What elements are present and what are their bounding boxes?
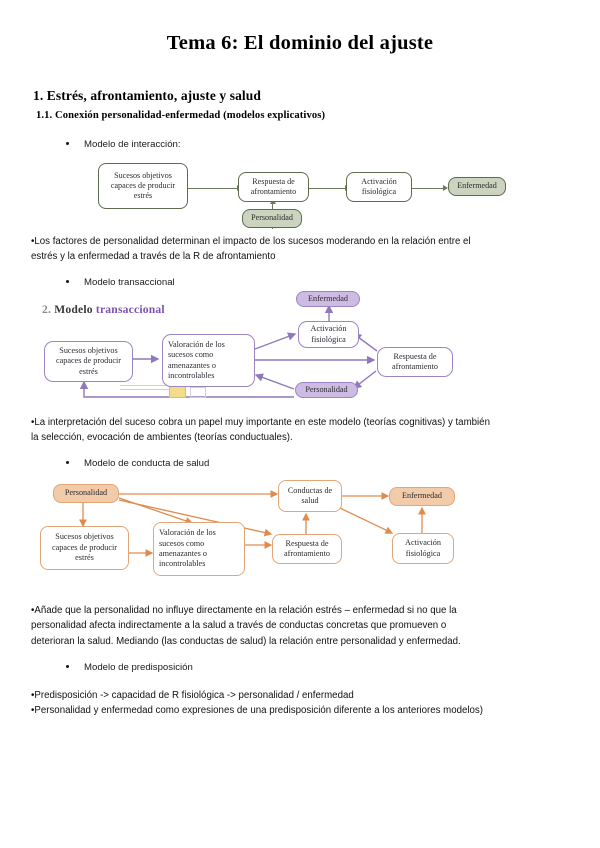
node-activacion-fisiologica: Activación fisiológica — [392, 533, 454, 564]
paragraph-line: deterioran la salud. Mediando (las condu… — [31, 635, 461, 647]
paragraph-line: •Los factores de personalidad determinan… — [31, 236, 471, 247]
diagram2-title-word2: transaccional — [95, 303, 165, 316]
arrow-head-icon — [443, 185, 448, 191]
node-enfermedad: Enfermedad — [296, 291, 360, 307]
paragraph-line: •Predisposición -> capacidad de R fisiol… — [31, 690, 354, 701]
connector-line — [188, 187, 238, 189]
list-item-modelo-interaccion: Modelo de interacción: — [66, 139, 181, 150]
diagram-modelo-conducta-salud: Personalidad Sucesos objetivos capaces d… — [22, 476, 542, 596]
heading-section-1: 1. Estrés, afrontamiento, ajuste y salud — [33, 88, 261, 103]
node-personalidad: Personalidad — [295, 382, 358, 398]
ghost-artifact-line — [120, 389, 176, 390]
ghost-artifact-line — [120, 385, 172, 386]
diagram2-title: 2. Modelo transaccional — [42, 303, 165, 316]
list-item-label: Modelo transaccional — [84, 277, 175, 288]
paragraph-line: personalidad afecta indirectamente a la … — [31, 620, 447, 632]
ghost-artifact-box — [190, 387, 206, 398]
node-valoracion-sucesos: Valoración de los sucesos como amenazant… — [162, 334, 255, 387]
list-item-label: Modelo de predisposición — [84, 662, 193, 673]
diagram-modelo-transaccional: 2. Modelo transaccional — [22, 289, 542, 407]
paragraph-line: •Personalidad y enfermedad como expresio… — [31, 705, 483, 717]
diagram2-title-word1: Modelo — [54, 303, 93, 316]
diagram-modelo-interaccion: Sucesos objetivos capaces de producir es… — [96, 155, 506, 237]
node-enfermedad: Enfermedad — [448, 177, 506, 196]
node-sucesos-objetivos: Sucesos objetivos capaces de producir es… — [40, 526, 129, 570]
page-title: Tema 6: El dominio del ajuste — [166, 32, 434, 54]
paragraph-line: estrés y la enfermedad a través de la R … — [31, 251, 276, 263]
bullet-dot-icon — [66, 461, 70, 465]
list-item-modelo-predisposicion: Modelo de predisposición — [66, 662, 193, 673]
list-item-label: Modelo de interacción: — [84, 139, 181, 150]
bullet-dot-icon — [66, 665, 70, 669]
list-item-modelo-transaccional: Modelo transaccional — [66, 277, 175, 288]
node-activacion-fisiologica: Activación fisiológica — [346, 172, 412, 202]
node-valoracion-sucesos: Valoración de los sucesos como amenazant… — [153, 522, 245, 576]
paragraph-line: •Añade que la personalidad no influye di… — [31, 605, 457, 616]
connector-line — [412, 187, 444, 189]
list-item-modelo-conducta-salud: Modelo de conducta de salud — [66, 458, 209, 469]
node-conductas-salud: Conductas de salud — [278, 480, 342, 512]
heading-section-1-1: 1.1. Conexión personalidad-enfermedad (m… — [36, 110, 326, 121]
node-sucesos-objetivos: Sucesos objetivos capaces de producir es… — [44, 341, 133, 382]
node-activacion-fisiologica: Activación fisiológica — [298, 321, 359, 348]
paragraph-line: •La interpretación del suceso cobra un p… — [31, 417, 490, 428]
bullet-dot-icon — [66, 280, 70, 284]
connector-line — [309, 187, 346, 189]
diagram3-connectors — [79, 490, 426, 557]
node-personalidad: Personalidad — [242, 209, 302, 228]
paragraph-modelo-predisposicion: •Predisposición -> capacidad de R fisiol… — [31, 688, 576, 719]
paragraph-line: la selección, evocación de ambientes (te… — [31, 432, 293, 444]
node-respuesta-afrontamiento: Respuesta de afrontamiento — [377, 347, 453, 377]
bullet-dot-icon — [66, 142, 70, 146]
node-respuesta-afrontamiento: Respuesta de afrontamiento — [272, 534, 342, 564]
node-enfermedad: Enfermedad — [389, 487, 455, 506]
node-respuesta-afrontamiento: Respuesta de afrontamiento — [238, 172, 309, 202]
list-item-label: Modelo de conducta de salud — [84, 458, 210, 469]
paragraph-modelo-transaccional: •La interpretación del suceso cobra un p… — [31, 415, 576, 446]
paragraph-modelo-conducta-salud: •Añade que la personalidad no influye di… — [31, 603, 576, 649]
node-sucesos-objetivos: Sucesos objetivos capaces de producir es… — [98, 163, 188, 209]
node-personalidad: Personalidad — [53, 484, 119, 503]
diagram2-title-number: 2. — [42, 303, 52, 316]
paragraph-modelo-interaccion: •Los factores de personalidad determinan… — [31, 234, 576, 265]
